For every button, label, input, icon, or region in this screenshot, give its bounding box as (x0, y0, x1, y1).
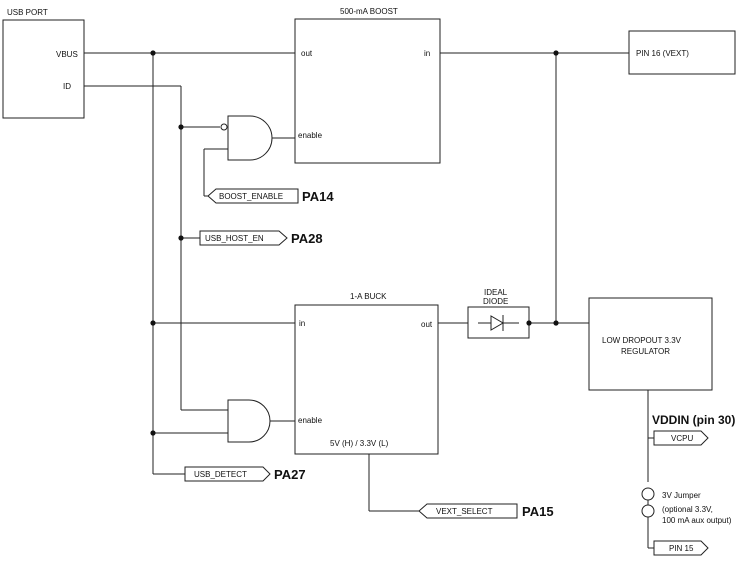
boost-in-label: in (424, 49, 430, 58)
jumper-pad-top (641, 487, 655, 501)
diode-triangle (490, 315, 504, 331)
jumper-label-3: 100 mA aux output) (662, 516, 732, 525)
jumper-label-2: (optional 3.3V, (662, 505, 713, 514)
and-gate-buck (227, 399, 271, 443)
ideal-diode: IDEAL DIODE (467, 288, 530, 339)
usb-port-title: USB PORT (7, 8, 48, 17)
boost-enable-tag: BOOST_ENABLE PA14 (207, 188, 334, 204)
pin16-block: PIN 16 (VEXT) (628, 30, 736, 75)
ideal-diode-label-2: DIODE (483, 297, 508, 306)
wires (84, 52, 654, 549)
buck-in-label: in (299, 319, 305, 328)
pin16-label: PIN 16 (VEXT) (636, 49, 689, 58)
vext-select-tag: VEXT_SELECT PA15 (418, 503, 554, 519)
vbus-label: VBUS (56, 50, 78, 59)
id-label: ID (63, 82, 71, 91)
ideal-diode-label-1: IDEAL (484, 288, 508, 297)
vcpu-label: VCPU (671, 434, 693, 443)
ldo-block: LOW DROPOUT 3.3V REGULATOR (588, 297, 713, 391)
usb-host-en-pin: PA28 (291, 231, 323, 246)
buck-block: 1-A BUCK in out enable 5V (H) / 3.3V (L) (294, 292, 439, 455)
boost-enable-pin: PA14 (302, 189, 334, 204)
usb-detect-tag: USB_DETECT PA27 (184, 466, 306, 482)
usb-detect-pin: PA27 (274, 467, 306, 482)
usb-detect-signal: USB_DETECT (194, 470, 247, 479)
vcpu-tag: VCPU (653, 430, 709, 446)
usb-host-en-tag: USB_HOST_EN PA28 (199, 230, 323, 246)
and-gate-boost (220, 115, 273, 161)
jumper-label-1: 3V Jumper (662, 491, 701, 500)
ldo-label-1: LOW DROPOUT 3.3V (602, 336, 682, 345)
buck-select-label: 5V (H) / 3.3V (L) (330, 439, 389, 448)
pin15-tag: PIN 15 (653, 540, 709, 556)
vddin-label: VDDIN (pin 30) (652, 413, 735, 427)
junctions (150, 50, 559, 436)
inverter-bubble (220, 123, 228, 131)
boost-block: 500-mA BOOST out in enable (294, 7, 441, 164)
ldo-label-2: REGULATOR (621, 347, 670, 356)
buck-enable-label: enable (298, 416, 323, 425)
boost-title: 500-mA BOOST (340, 7, 398, 16)
boost-enable-label: enable (298, 131, 323, 140)
usb-port-block: USB PORT VBUS ID (2, 8, 85, 119)
buck-title: 1-A BUCK (350, 292, 387, 301)
usb-host-en-signal: USB_HOST_EN (205, 234, 264, 243)
buck-out-label: out (421, 320, 433, 329)
jumper-pad-bottom (641, 504, 655, 518)
jumper-3v: 3V Jumper (optional 3.3V, 100 mA aux out… (641, 487, 732, 548)
vext-select-signal: VEXT_SELECT (436, 507, 493, 516)
boost-enable-signal: BOOST_ENABLE (219, 192, 283, 201)
boost-out-label: out (301, 49, 313, 58)
pin15-label: PIN 15 (669, 544, 694, 553)
vext-select-pin: PA15 (522, 504, 554, 519)
